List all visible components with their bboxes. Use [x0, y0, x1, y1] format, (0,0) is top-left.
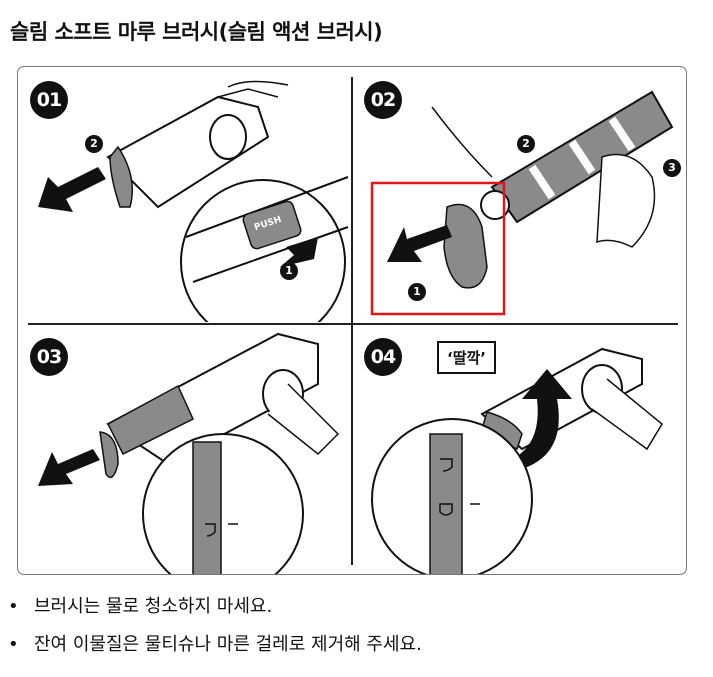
sub-step-marker: 1	[408, 283, 426, 301]
step-panel-04: 04 ‘딸깍’	[352, 324, 685, 574]
note-item: • 브러시는 물로 청소하지 마세요.	[8, 588, 422, 626]
divider	[351, 77, 353, 565]
page-title: 슬림 소프트 마루 브러시(슬림 액션 브러시)	[10, 20, 383, 44]
click-sound-callout: ‘딸깍’	[437, 341, 496, 374]
bullet: •	[8, 596, 19, 617]
step-panel-02: 02 2 3 1	[352, 67, 685, 322]
step-number: 02	[364, 81, 402, 119]
step-panel-01: 01 2 1 PUSH	[18, 67, 351, 322]
step-panel-03: 03	[18, 324, 351, 574]
sub-step-marker: 2	[85, 135, 103, 153]
note-text: 잔여 이물질은 물티슈나 마른 걸레로 제거해 주세요.	[34, 634, 422, 655]
note-item: • 잔여 이물질은 물티슈나 마른 걸레로 제거해 주세요.	[8, 626, 422, 664]
sub-step-marker: 3	[663, 159, 681, 177]
step-number: 01	[30, 81, 68, 119]
sub-step-marker: 1	[280, 262, 298, 280]
brush-roller-removal-illustration	[370, 90, 674, 316]
step-number: 04	[364, 338, 402, 376]
brush-lock-illustration	[371, 347, 663, 574]
brush-release-illustration	[38, 80, 349, 322]
brush-insert-illustration	[38, 332, 340, 574]
bullet: •	[8, 634, 19, 655]
instruction-figure: 01 2 1 PUSH 02 2 3 1	[17, 66, 687, 575]
notes-list: • 브러시는 물로 청소하지 마세요. • 잔여 이물질은 물티슈나 마른 걸레로 …	[8, 588, 422, 664]
note-text: 브러시는 물로 청소하지 마세요.	[34, 596, 273, 617]
divider	[28, 323, 678, 325]
sub-step-marker: 2	[517, 135, 535, 153]
step-number: 03	[30, 338, 68, 376]
